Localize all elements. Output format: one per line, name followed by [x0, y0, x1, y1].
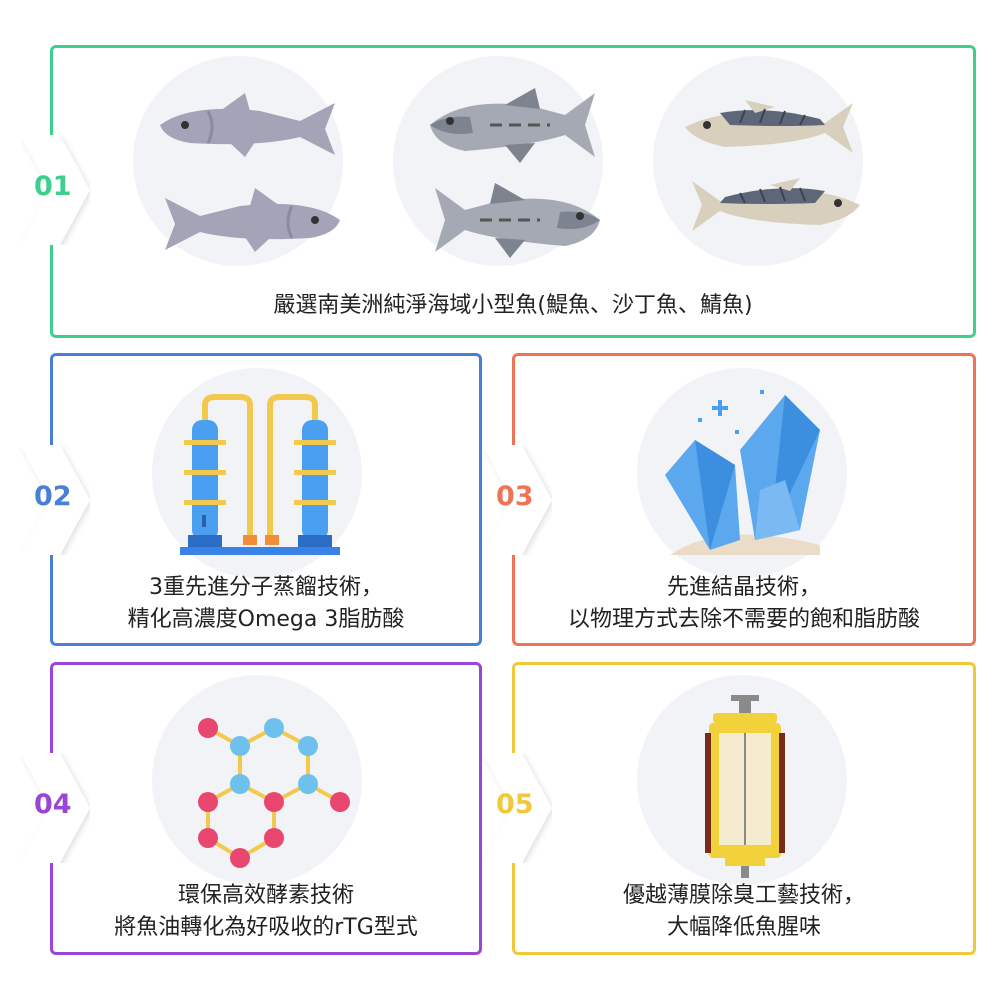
crystal-icon — [665, 390, 820, 555]
membrane-filter-icon — [705, 695, 785, 878]
step-number-02: 02 — [34, 481, 72, 512]
step-number-05: 05 — [496, 789, 534, 820]
step-badge-02: 02 — [20, 445, 90, 555]
anchovy-icon — [160, 93, 340, 252]
step-badge-04: 04 — [20, 753, 90, 863]
step-badge-05: 05 — [482, 753, 552, 863]
step-number-01: 01 — [34, 171, 72, 202]
step-01-caption: 嚴選南美洲純淨海域小型魚(鯷魚、沙丁魚、鯖魚) — [273, 293, 753, 318]
step-badge-03: 03 — [482, 445, 552, 555]
step-05-caption: 優越薄膜除臭工藝技術， 大幅降低魚腥味 — [622, 883, 865, 940]
distillation-column-icon — [180, 394, 340, 555]
step-03-caption: 先進結晶技術， 以物理方式去除不需要的飽和脂肪酸 — [567, 575, 920, 632]
sardine-icon — [430, 88, 600, 258]
step-04-caption: 環保高效酵素技術 將魚油轉化為好吸收的rTG型式 — [114, 883, 418, 940]
step-badge-01: 01 — [20, 135, 90, 245]
fish-image-circle-3 — [653, 56, 863, 266]
molecule-icon — [198, 718, 350, 868]
mackerel-icon — [685, 100, 860, 231]
step-02-caption: 3重先進分子蒸餾技術， 精化高濃度Omega 3脂肪酸 — [127, 575, 405, 632]
step-number-03: 03 — [496, 481, 534, 512]
step-number-04: 04 — [34, 789, 72, 820]
